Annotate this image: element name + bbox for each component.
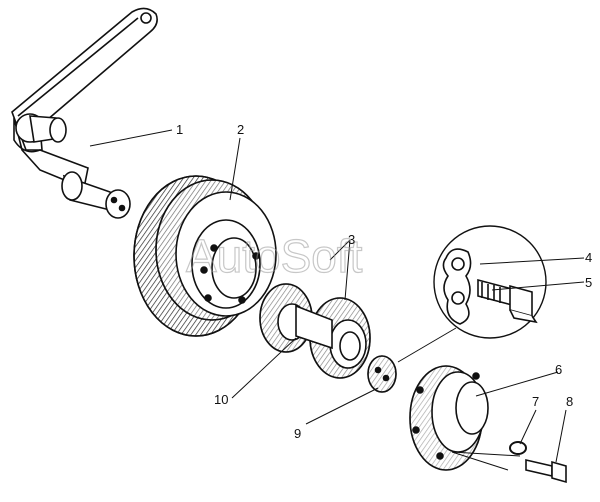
callout-5: 5 [585, 275, 592, 290]
callout-4: 4 [585, 250, 592, 265]
hub-cap-part-6 [409, 365, 489, 471]
leader-lines [89, 129, 585, 471]
callout-10: 10 [214, 392, 228, 407]
callout-3: 3 [348, 232, 355, 247]
screw-part-8 [525, 458, 567, 484]
callout-2: 2 [237, 122, 244, 137]
callout-7: 7 [532, 394, 539, 409]
detail-inset [433, 225, 547, 339]
crank-lever-part-1 [11, 7, 158, 219]
callout-1: 1 [176, 122, 183, 137]
bearing-part-10 [259, 283, 333, 353]
lock-plate-part-4 [442, 248, 472, 325]
callout-9: 9 [294, 426, 301, 441]
lock-washer-part-7 [509, 441, 527, 455]
watermark-text: AutoSoft [186, 230, 363, 282]
callout-6: 6 [555, 362, 562, 377]
bolt-part-5 [477, 278, 538, 324]
pulley-part-2 [133, 175, 277, 337]
callout-8: 8 [566, 394, 573, 409]
washer-part-9 [367, 355, 397, 393]
